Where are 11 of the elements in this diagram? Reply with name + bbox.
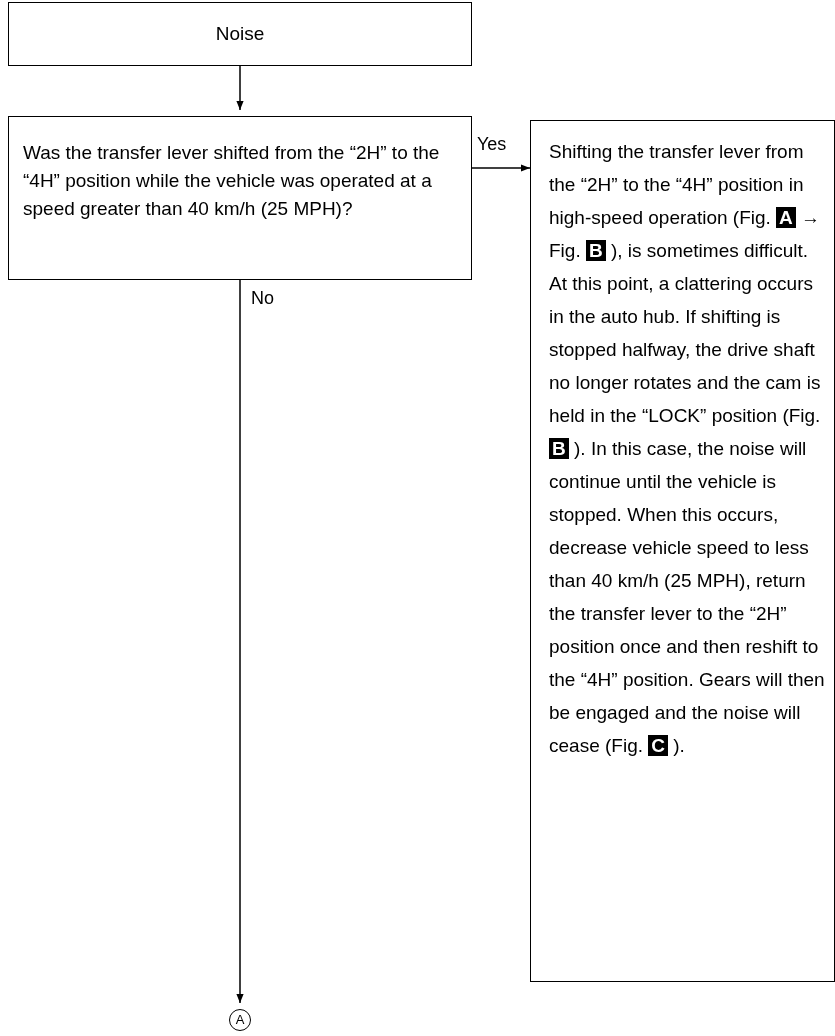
result-box: [530, 120, 835, 982]
box-text: Was the transfer lever shifted from the “2H” to the “4H” position while the vehicle was operated at a speed greater than 40 km/h (25 MPH)?: [23, 141, 441, 221]
connector-circle: [229, 1009, 251, 1031]
arrow: [236, 65, 244, 111]
box-text: Shifting the transfer lever from the “2H” to the “4H” position in high-speed operation (Fig. A → Fig. B ), is sometimes difficult. At this point, a clattering occurs in the auto hub. If shifting is stopped halfway, the drive shaft no longer rotates and the cam is held in the “LOCK” position (Fig. B ). In this case, the noise will continue until the vehicle is stopped. When this occurs, decrease vehicle speed to less than 40 km/h (25 MPH), return the transfer lever to the “2H” position once and then reshift to the “4H” position. Gears will then be engaged and the noise will cease (Fig. C ).: [549, 140, 826, 758]
start-box: [8, 2, 472, 66]
decision-box: [8, 116, 472, 280]
connector-label: A: [235, 1013, 245, 1027]
arrow: [471, 164, 531, 172]
box-text: Noise: [215, 22, 265, 46]
arrow: [236, 279, 244, 1004]
